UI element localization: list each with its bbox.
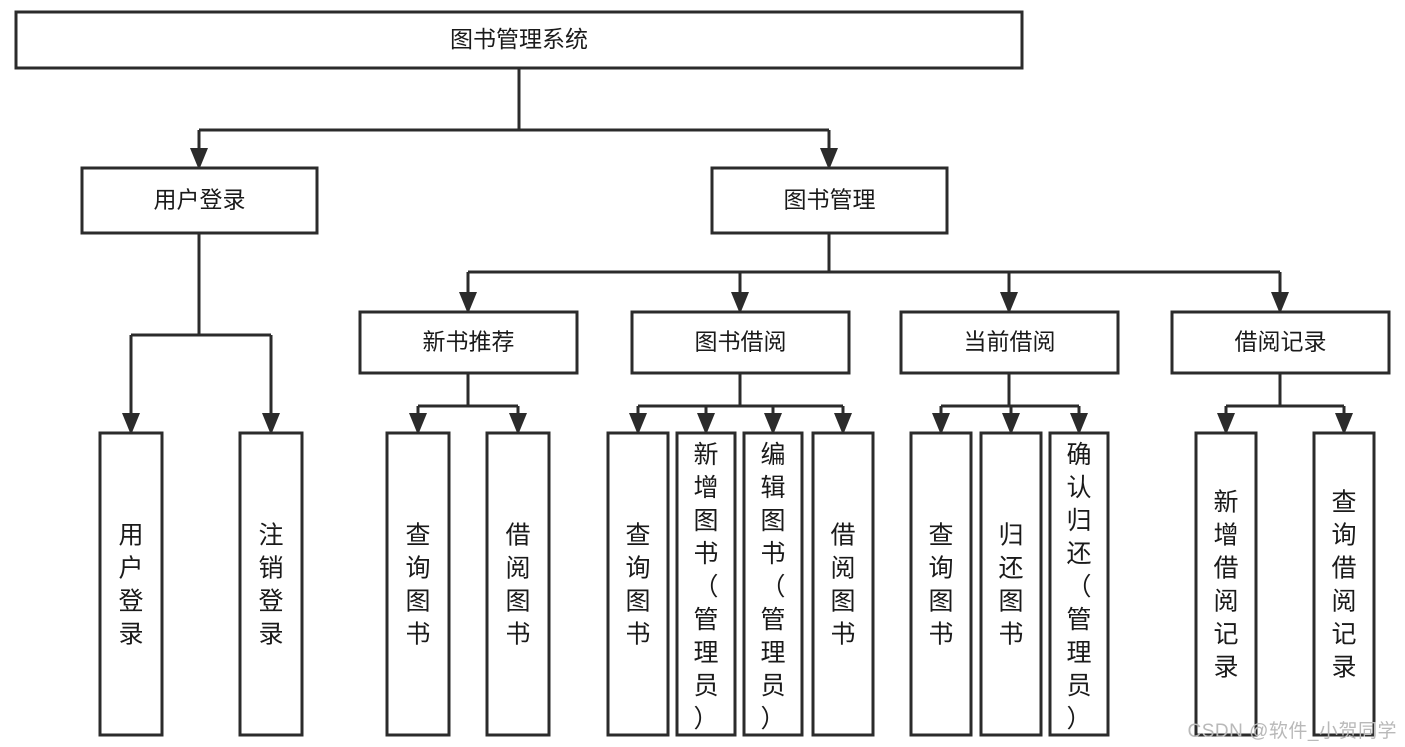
node-label-user-login: 用户登录 [154,187,246,213]
node-borrow-record[interactable]: 借阅记录 [1170,310,1391,375]
node-leaf-user-logout[interactable]: 注销登录 [238,431,304,737]
node-box-leaf-query-book-1 [385,431,451,737]
node-box-leaf-return-book [979,431,1043,737]
arrow-head-icon [764,413,782,435]
arrow-head-icon [1000,292,1018,314]
node-current-borrow[interactable]: 当前借阅 [899,310,1120,375]
arrow-head-icon [262,413,280,435]
arrow-head-icon [1271,292,1289,314]
node-box-leaf-add-record [1194,431,1258,737]
node-box-leaf-confirm-return [1048,431,1110,737]
node-leaf-user-login[interactable]: 用户登录 [98,431,164,737]
node-new-book-recommend[interactable]: 新书推荐 [358,310,579,375]
arrow-head-icon [697,413,715,435]
node-leaf-query-book-2[interactable]: 查询图书 [606,431,670,737]
node-leaf-query-record[interactable]: 查询借阅记录 [1312,431,1376,737]
node-label-leaf-return-book: 归还图书 [998,522,1023,649]
node-box-leaf-user-login [98,431,164,737]
connector-root-to-level2 [190,68,838,170]
node-leaf-return-book[interactable]: 归还图书 [979,431,1043,737]
arrow-head-icon [834,413,852,435]
node-label-leaf-query-record: 查询借阅记录 [1331,489,1356,682]
node-label-leaf-query-book-2: 查询图书 [625,522,650,649]
node-box-borrow-record [1170,310,1391,375]
node-label-leaf-user-login: 用户登录 [118,522,143,649]
node-layer: 图书管理系统用户登录图书管理新书推荐图书借阅当前借阅借阅记录用户登录注销登录查询… [14,10,1391,737]
node-user-login[interactable]: 用户登录 [80,166,319,235]
arrow-head-icon [190,148,208,170]
connector-current-to-leaves [932,373,1088,435]
arrow-head-icon [932,413,950,435]
node-book-manage[interactable]: 图书管理 [710,166,949,235]
arrow-head-icon [629,413,647,435]
node-leaf-edit-book[interactable]: 编辑图书（管理员） [742,431,804,737]
arrow-head-icon [731,292,749,314]
node-box-leaf-query-record [1312,431,1376,737]
node-box-leaf-user-logout [238,431,304,737]
node-label-leaf-user-logout: 注销登录 [258,522,283,649]
node-box-leaf-borrow-book-1 [485,431,551,737]
arrow-head-icon [1335,413,1353,435]
arrow-head-icon [820,148,838,170]
connector-book-manage-to-level3 [459,233,1289,314]
node-label-new-book-recommend: 新书推荐 [423,329,515,355]
node-label-leaf-add-record: 新增借阅记录 [1213,489,1238,682]
node-box-book-borrow [630,310,851,375]
node-box-leaf-borrow-book-2 [811,431,875,737]
node-label-leaf-confirm-return: 确认归还（管理员） [1066,441,1091,733]
node-label-leaf-query-book-1: 查询图书 [405,522,430,649]
node-leaf-add-record[interactable]: 新增借阅记录 [1194,431,1258,737]
connector-record-to-leaves [1217,373,1353,435]
node-root[interactable]: 图书管理系统 [14,10,1024,70]
node-leaf-borrow-book-2[interactable]: 借阅图书 [811,431,875,737]
node-box-leaf-query-book-3 [909,431,973,737]
node-leaf-add-book[interactable]: 新增图书（管理员） [675,431,737,737]
arrow-head-icon [1217,413,1235,435]
arrow-head-icon [409,413,427,435]
connector-layer [122,68,1353,435]
node-label-book-manage: 图书管理 [784,187,876,213]
node-leaf-borrow-book-1[interactable]: 借阅图书 [485,431,551,737]
connector-user-login-to-leaves [122,233,280,435]
node-leaf-query-book-1[interactable]: 查询图书 [385,431,451,737]
node-label-leaf-query-book-3: 查询图书 [928,522,953,649]
node-box-new-book-recommend [358,310,579,375]
node-book-borrow[interactable]: 图书借阅 [630,310,851,375]
arrow-head-icon [122,413,140,435]
node-label-leaf-add-book: 新增图书（管理员） [693,441,718,733]
node-box-root [14,10,1024,70]
node-label-leaf-borrow-book-1: 借阅图书 [505,522,530,649]
node-label-book-borrow: 图书借阅 [695,329,787,355]
node-box-user-login [80,166,319,235]
node-leaf-query-book-3[interactable]: 查询图书 [909,431,973,737]
arrow-head-icon [459,292,477,314]
node-label-leaf-borrow-book-2: 借阅图书 [830,522,855,649]
node-label-leaf-edit-book: 编辑图书（管理员） [760,441,785,733]
node-label-borrow-record: 借阅记录 [1235,329,1327,355]
arrow-head-icon [509,413,527,435]
node-box-leaf-query-book-2 [606,431,670,737]
node-box-leaf-add-book [675,431,737,737]
arrow-head-icon [1002,413,1020,435]
arrow-head-icon [1070,413,1088,435]
node-label-root: 图书管理系统 [450,26,588,52]
node-box-current-borrow [899,310,1120,375]
connector-borrow-to-leaves [629,373,852,435]
node-box-leaf-edit-book [742,431,804,737]
connector-recommend-to-leaves [409,373,527,435]
node-leaf-confirm-return[interactable]: 确认归还（管理员） [1048,431,1110,737]
node-box-book-manage [710,166,949,235]
node-label-current-borrow: 当前借阅 [964,329,1056,355]
